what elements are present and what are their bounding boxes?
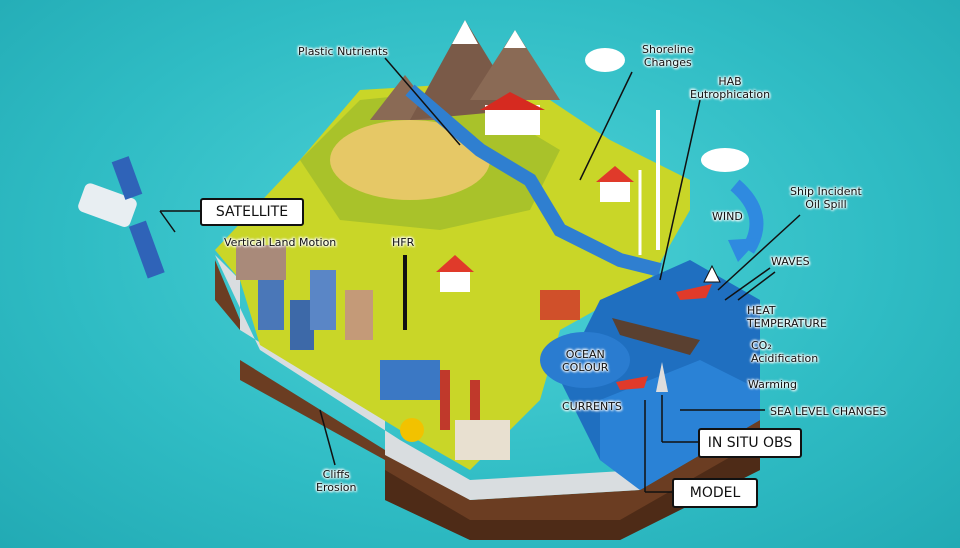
cloud <box>701 148 749 172</box>
label-line: TEMPERATURE <box>747 317 827 330</box>
label-line: Erosion <box>316 481 357 494</box>
leader-lines <box>159 57 801 493</box>
boat <box>676 284 712 300</box>
house <box>600 180 630 202</box>
label-hfr: HFR <box>392 236 415 249</box>
label-wind: WIND <box>712 210 743 223</box>
building <box>258 280 284 330</box>
label-line: Cliffs <box>322 468 350 481</box>
label-co2-acidification: CO₂ Acidification <box>751 339 818 365</box>
ocean-colour-patch <box>540 332 630 388</box>
label-line: Changes <box>643 56 692 69</box>
satellite-icon <box>78 156 165 279</box>
warning-icon <box>703 264 721 283</box>
building <box>345 290 373 340</box>
label-line: Shoreline <box>642 43 694 56</box>
river <box>405 84 662 277</box>
label-line: OCEAN <box>565 348 605 361</box>
roof <box>596 166 634 182</box>
label-ship-incident: Ship Incident Oil Spill <box>790 185 862 211</box>
label-vertical-land-motion: Vertical Land Motion <box>224 236 337 249</box>
label-line: HEAT <box>747 304 776 317</box>
radiation-sign <box>400 418 424 442</box>
power-plant <box>455 420 510 460</box>
label-line: Eutrophication <box>690 88 771 101</box>
earth-shadow <box>385 440 760 540</box>
label-cliffs-erosion: Cliffs Erosion <box>316 468 356 494</box>
model-label-box: MODEL <box>672 478 758 508</box>
coast-road <box>215 255 640 500</box>
mountain <box>470 30 560 100</box>
barn <box>540 290 580 320</box>
label-line: Oil Spill <box>805 198 847 211</box>
snow <box>452 20 478 44</box>
label-waves: WAVES <box>771 255 810 268</box>
building <box>310 270 336 330</box>
label-line: Acidification <box>751 352 819 365</box>
cargo-ship <box>612 318 700 355</box>
wind-arrow-head <box>728 238 760 262</box>
label-currents: CURRENTS <box>562 400 622 413</box>
roof <box>480 92 545 110</box>
chimney <box>470 380 480 440</box>
chimney <box>440 370 450 430</box>
building <box>236 245 286 280</box>
cloud <box>585 48 625 72</box>
boat <box>616 376 648 390</box>
label-line: Ship Incident <box>790 185 862 198</box>
factory <box>380 360 440 400</box>
label-hab: HAB Eutrophication <box>690 75 770 101</box>
label-line: CO₂ <box>751 339 772 352</box>
label-plastic-nutrients: Plastic Nutrients <box>298 45 388 58</box>
buoy <box>656 362 668 392</box>
satellite-label-box: SATELLITE <box>200 198 304 226</box>
label-line: HAB <box>718 75 742 88</box>
label-sea-level-changes: SEA LEVEL CHANGES <box>770 405 887 418</box>
label-warming: Warming <box>748 378 797 391</box>
house <box>440 270 470 292</box>
roof <box>436 255 474 272</box>
label-ocean-colour: OCEAN COLOUR <box>562 348 608 374</box>
label-line: COLOUR <box>562 361 609 374</box>
snow <box>504 30 526 48</box>
wheat-field <box>330 120 490 200</box>
label-heat-temperature: HEAT TEMPERATURE <box>747 304 827 330</box>
label-shoreline-changes: Shoreline Changes <box>642 43 694 69</box>
in-situ-obs-label-box: IN SITU OBS <box>698 428 802 458</box>
sea-grid <box>600 360 760 490</box>
